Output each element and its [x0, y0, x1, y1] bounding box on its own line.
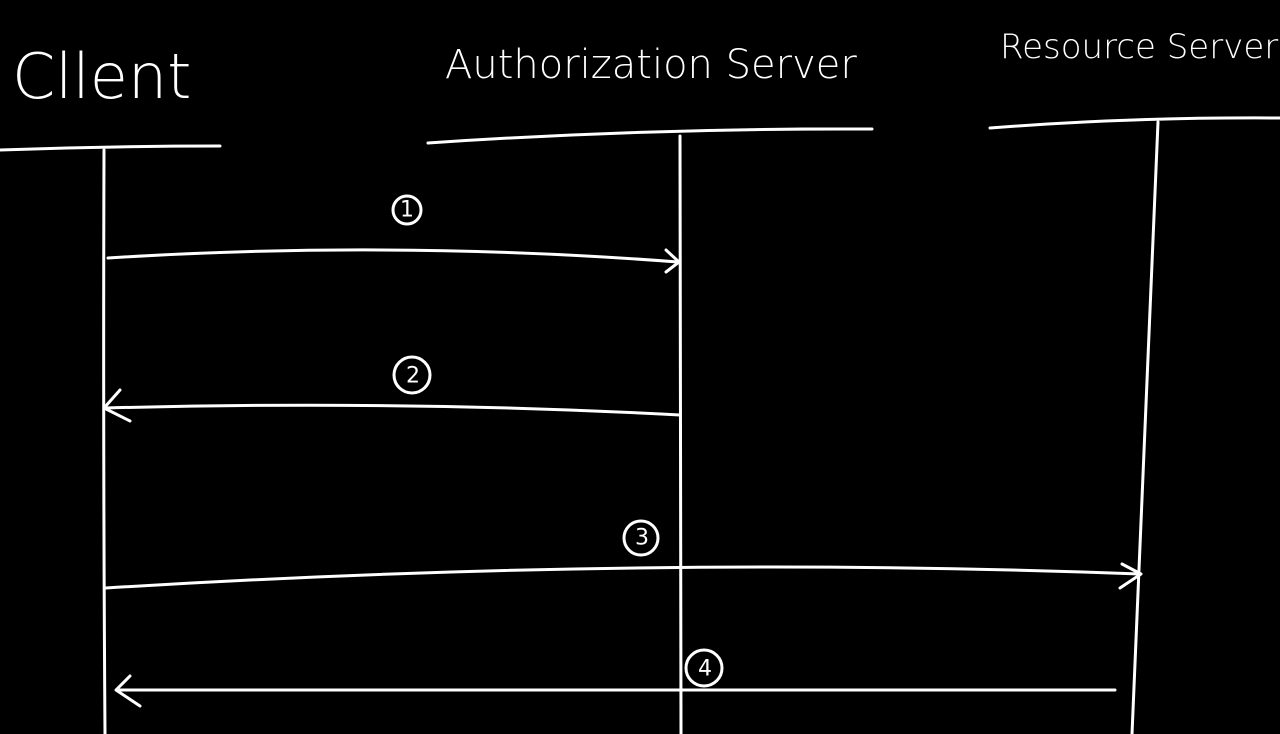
authorization-server-lifeline: [678, 134, 683, 734]
client-header-underline: [0, 144, 222, 152]
message-line-2: [104, 403, 682, 417]
message-line-3: [104, 565, 1142, 590]
number-circle-2: [392, 355, 432, 395]
message-arrow-4: [114, 674, 1117, 708]
client-lifeline: [102, 148, 107, 734]
resource-server-lifeline: [1130, 120, 1160, 734]
arrowhead-4: [114, 674, 142, 708]
message-number-label-2: 2: [406, 364, 420, 389]
message-number-2: 2: [392, 355, 432, 395]
message-number-label-4: 4: [698, 657, 712, 682]
arrowhead-3: [1118, 562, 1143, 590]
message-number-label-3: 3: [635, 526, 649, 551]
number-circle-1: [391, 194, 423, 226]
message-number-1: 1: [391, 194, 423, 226]
message-arrow-2: [102, 388, 682, 423]
message-arrow-1: [106, 248, 681, 274]
participant-label-resource-server: Resource Server: [1000, 27, 1278, 67]
message-line-4: [116, 688, 1117, 693]
number-circle-3: [622, 519, 660, 557]
message-number-4: 4: [684, 648, 724, 688]
number-circle-4: [684, 648, 724, 688]
message-number-3: 3: [622, 519, 660, 557]
message-arrow-3: [104, 562, 1143, 590]
resource-server-header-underline: [988, 116, 1280, 130]
arrowhead-1: [664, 248, 681, 274]
participant-label-authorization-server: Authorization Server: [445, 42, 857, 88]
participant-label-client: Cllent: [12, 40, 192, 113]
arrowhead-2: [102, 388, 132, 423]
authorization-server-header-underline: [426, 127, 874, 145]
message-line-1: [106, 248, 680, 264]
message-number-label-1: 1: [400, 198, 414, 223]
